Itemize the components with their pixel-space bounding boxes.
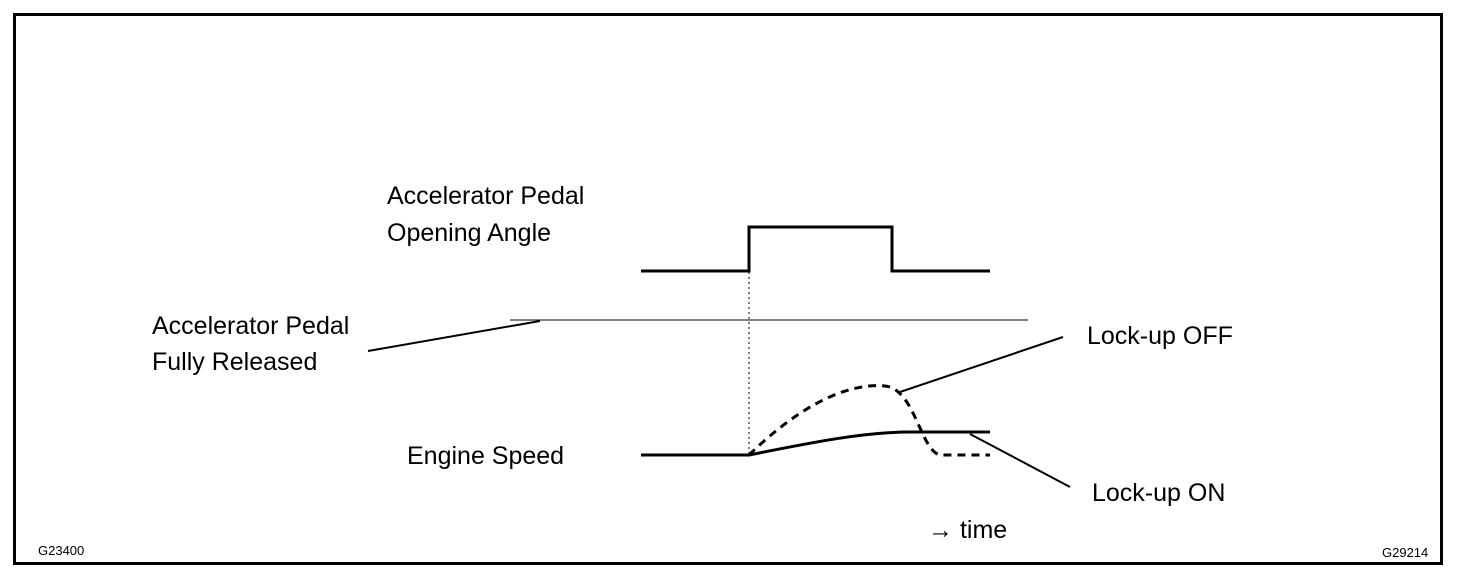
- diagram-frame: [13, 13, 1443, 565]
- pedal-released-label-line1: Accelerator Pedal: [152, 312, 350, 340]
- engine-speed-label: Engine Speed: [407, 442, 565, 470]
- lockup-off-label: Lock-up OFF: [1087, 322, 1233, 350]
- pedal-opening-pulse: [641, 225, 990, 273]
- engine-speed-lockup-off: [747, 384, 990, 457]
- figure-code-right: G29214: [1382, 545, 1429, 560]
- engine-speed-lockup-on: [641, 430, 990, 457]
- lockup-on-leader: [969, 433, 1071, 488]
- pedal-released-label-line2: Fully Released: [152, 348, 318, 376]
- pedal-released-leader: [367, 320, 541, 352]
- pedal-opening-label-line1: Accelerator Pedal: [387, 182, 585, 210]
- figure-code-left: G23400: [38, 543, 85, 558]
- time-axis-label: → time: [928, 516, 1008, 544]
- pedal-opening-label-line2: Opening Angle: [387, 219, 552, 247]
- lockup-off-leader: [899, 336, 1064, 393]
- lockup-on-label: Lock-up ON: [1092, 479, 1226, 507]
